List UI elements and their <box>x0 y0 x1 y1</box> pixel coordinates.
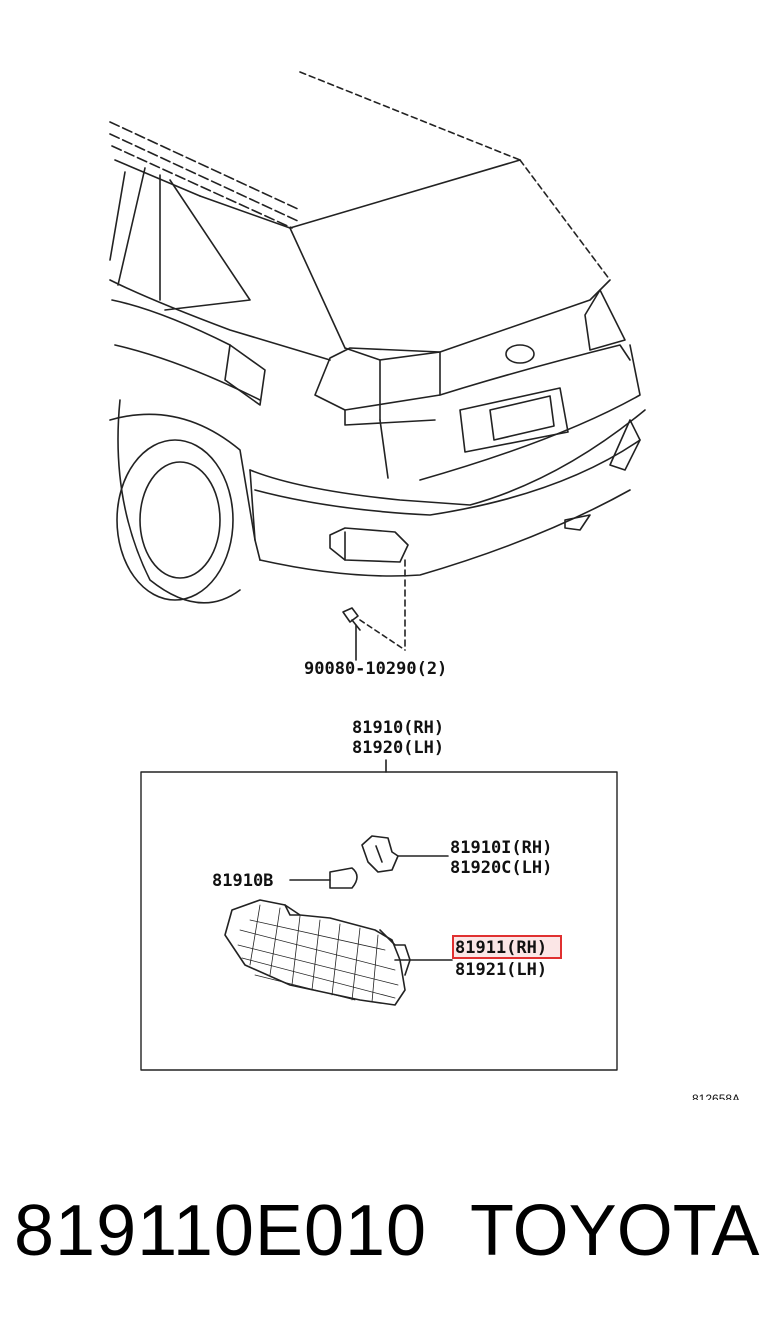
screw-icon <box>342 607 361 661</box>
bulb-icon <box>289 867 358 889</box>
parts-box <box>140 771 618 1071</box>
socket-icon <box>361 835 449 873</box>
lamp-lens-icon <box>224 899 453 1006</box>
part-number: 819110E010 <box>14 1191 428 1271</box>
figure-code: 812658A <box>692 1092 740 1100</box>
label-bulb: 81910B <box>212 871 273 891</box>
label-screw: 90080-10290(2) <box>304 659 447 679</box>
highlight-box <box>452 935 562 959</box>
label-lens-rh: 81911(RH) <box>455 938 547 958</box>
label-socket-rh: 81910I(RH) <box>450 838 552 858</box>
label-lens-lh: 81921(LH) <box>455 960 547 980</box>
label-socket-lh: 81920C(LH) <box>450 858 552 878</box>
parts-diagram: 90080-10290(2) 81910(RH) 81920(LH) 81910… <box>109 71 740 1100</box>
brand-name: TOYOTA <box>470 1191 760 1271</box>
label-assy-lh: 81920(LH) <box>352 738 444 758</box>
label-assy-rh: 81910(RH) <box>352 718 444 738</box>
vehicle-illustration <box>109 71 646 651</box>
